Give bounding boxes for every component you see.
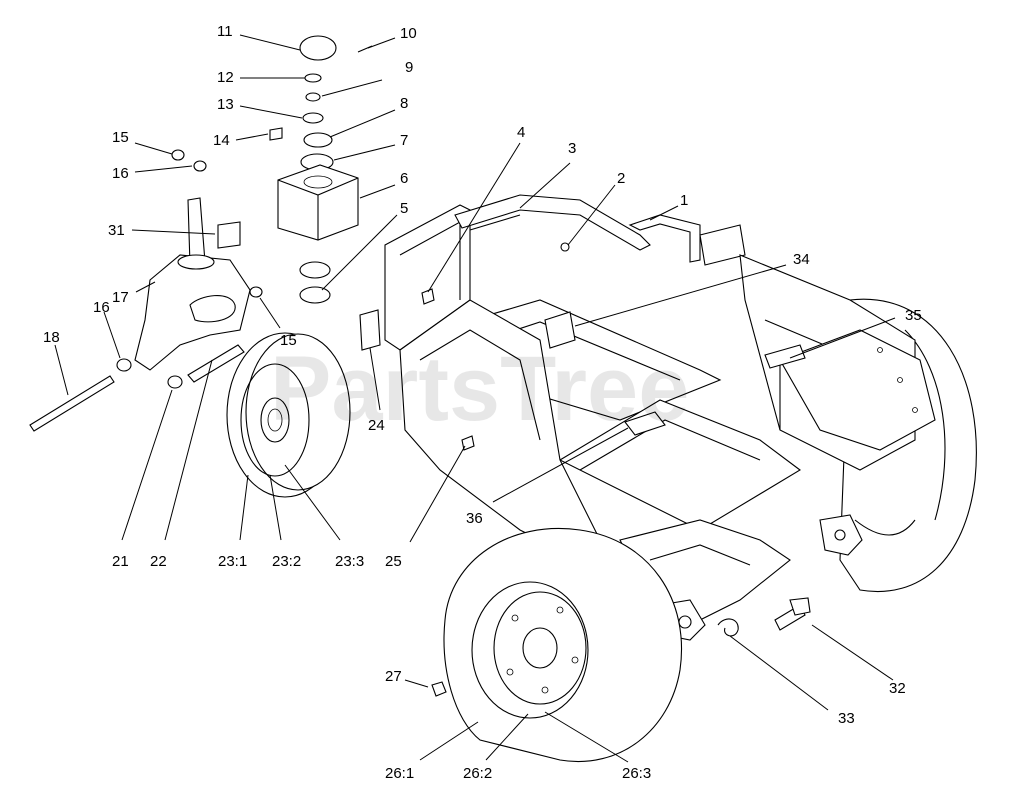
caster-wheel: [226, 332, 351, 498]
callout-c8: 8: [400, 95, 408, 112]
callout-c9: 9: [405, 59, 413, 76]
callout-c15b: 15: [280, 332, 297, 349]
rear-drive-wheel: [431, 528, 682, 762]
callout-c3: 3: [568, 140, 576, 157]
caster-assembly: [29, 35, 373, 432]
callout-c26-2: 26:2: [463, 765, 492, 782]
callout-c15a: 15: [112, 129, 129, 146]
callout-c23-1: 23:1: [218, 553, 247, 570]
callout-c14: 14: [213, 132, 230, 149]
callout-c7: 7: [400, 132, 408, 149]
callout-c10: 10: [400, 25, 417, 42]
callout-c18: 18: [43, 329, 60, 346]
callout-c26-3: 26:3: [622, 765, 651, 782]
callout-c33: 33: [838, 710, 855, 727]
callout-c23-2: 23:2: [272, 553, 301, 570]
callout-c6: 6: [400, 170, 408, 187]
callout-c31: 31: [108, 222, 125, 239]
callout-c23-3: 23:3: [335, 553, 364, 570]
callout-c16a: 16: [112, 165, 129, 182]
callout-c25: 25: [385, 553, 402, 570]
callout-c27: 27: [385, 668, 402, 685]
callout-c36: 36: [466, 510, 483, 527]
callout-c17: 17: [112, 289, 129, 306]
callout-c22: 22: [150, 553, 167, 570]
callout-c13: 13: [217, 96, 234, 113]
callout-c4: 4: [517, 124, 525, 141]
callout-c12: 12: [217, 69, 234, 86]
callout-c34: 34: [793, 251, 810, 268]
callout-c35: 35: [905, 307, 922, 324]
callout-c32: 32: [889, 680, 906, 697]
leader-lines: [54, 34, 896, 763]
callout-c21: 21: [112, 553, 129, 570]
callout-c24: 24: [368, 417, 385, 434]
callout-c11: 11: [217, 23, 233, 40]
callout-c16b: 16: [93, 299, 110, 316]
callout-c5: 5: [400, 200, 408, 217]
callout-c2: 2: [617, 170, 625, 187]
watermark-text: PartsTree: [270, 338, 689, 440]
callout-c26-1: 26:1: [385, 765, 414, 782]
callout-c1: 1: [680, 192, 688, 209]
